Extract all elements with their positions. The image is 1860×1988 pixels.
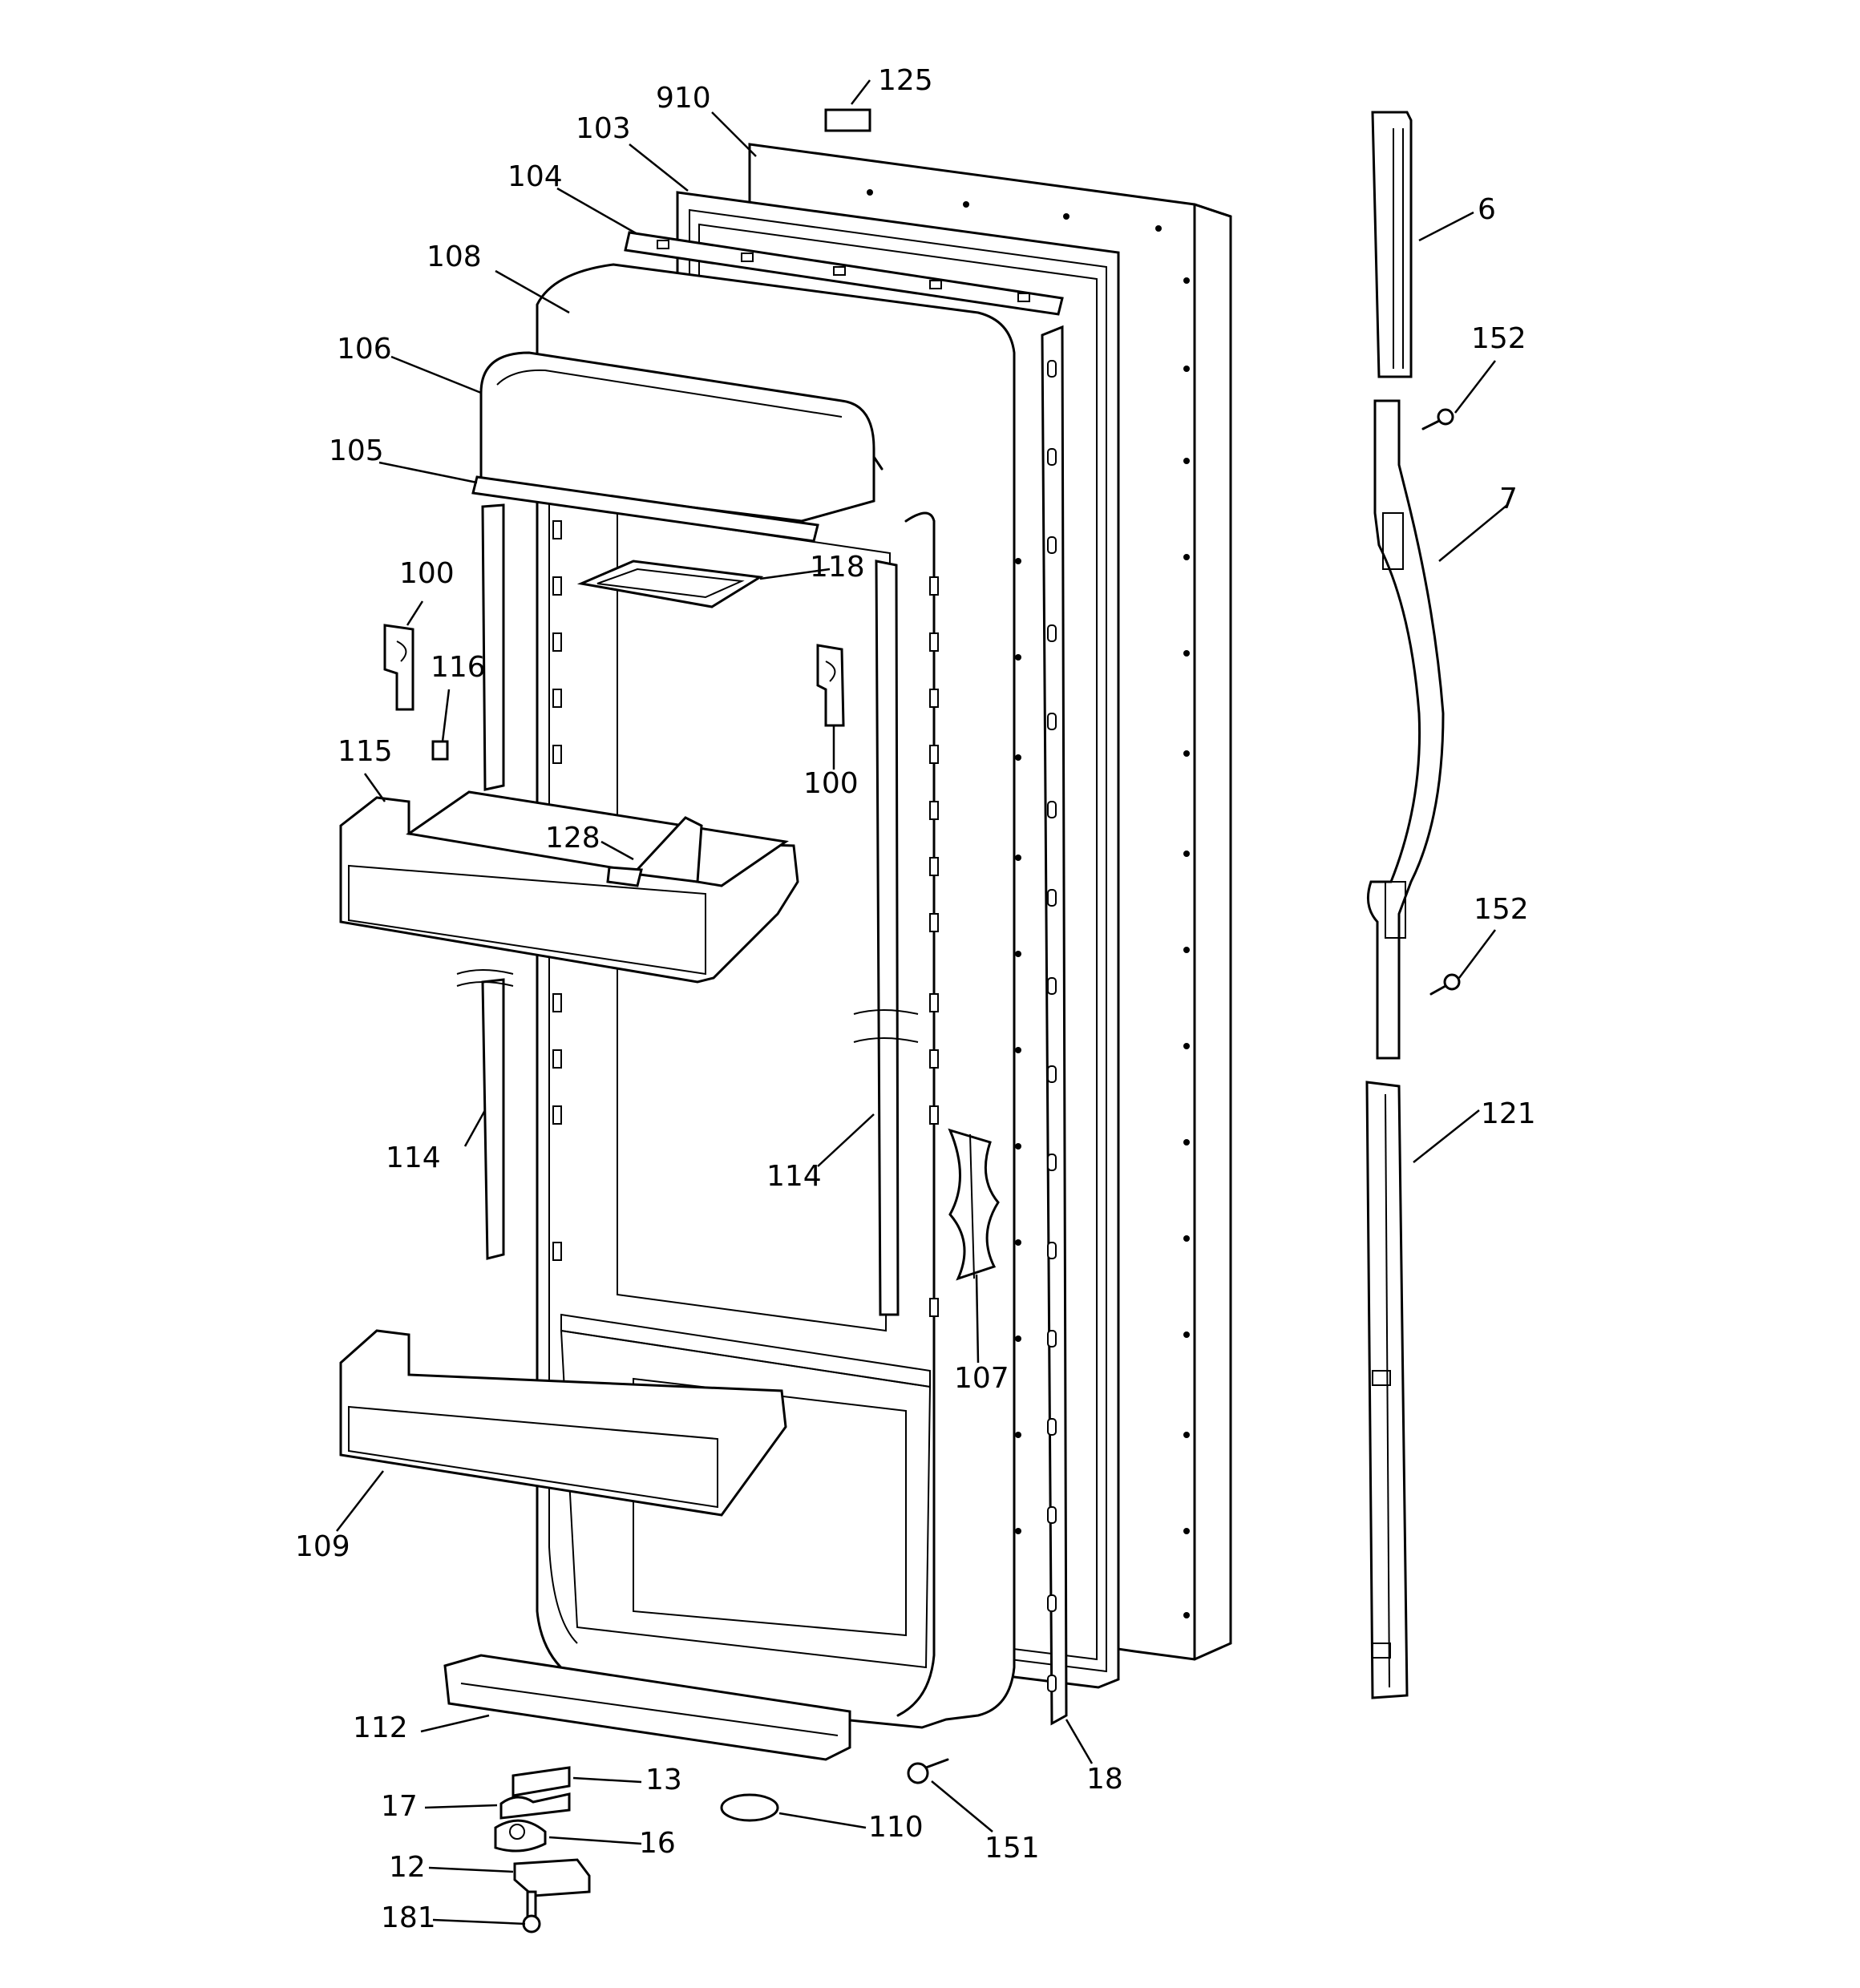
upper-door-bin: [339, 790, 799, 984]
small-tray: [576, 560, 764, 608]
label-17: 17: [381, 1790, 418, 1823]
label-103: 103: [576, 112, 631, 145]
label-18: 18: [1086, 1763, 1123, 1796]
bottom-hinge: [513, 1858, 591, 1897]
small-clip: [431, 740, 449, 761]
label-125: 125: [878, 64, 933, 97]
label-110: 110: [868, 1811, 924, 1844]
label-6: 6: [1478, 193, 1496, 226]
label-116: 116: [431, 651, 486, 684]
label-13: 13: [645, 1764, 682, 1796]
label-114-left: 114: [386, 1141, 441, 1174]
top-bracket-strip: [624, 231, 1064, 316]
label-910: 910: [656, 82, 711, 115]
door-handle: [1366, 399, 1445, 1060]
handle-screw-bottom: [1429, 973, 1461, 996]
label-105: 105: [329, 434, 384, 467]
label-100-right: 100: [803, 767, 859, 800]
bin-clip-right: [816, 644, 845, 727]
label-108: 108: [427, 240, 482, 273]
label-16: 16: [639, 1827, 676, 1860]
shelf-support-rail-right: [552, 520, 939, 1317]
lower-door-bin: [339, 1329, 787, 1517]
label-112: 112: [353, 1711, 408, 1744]
side-bracket: [948, 1128, 1000, 1281]
hinge-cap: [720, 1793, 779, 1822]
label-114-right: 114: [766, 1160, 822, 1193]
label-107: 107: [954, 1362, 1009, 1395]
handle-top-cap: [1371, 111, 1413, 378]
label-104: 104: [507, 160, 563, 193]
bottom-trim: [443, 1654, 851, 1761]
label-106: 106: [337, 333, 392, 366]
label-118: 118: [810, 551, 865, 584]
bin-clip-left: [383, 624, 414, 711]
shelf-support-rail-left: [456, 503, 514, 1260]
trim-screw: [907, 1758, 949, 1784]
leader-lines: [336, 79, 1508, 1925]
hinge-plate: [512, 1766, 571, 1797]
label-181: 181: [381, 1901, 436, 1934]
top-bin-cover: [479, 351, 884, 523]
label-121: 121: [1481, 1097, 1536, 1130]
label-109: 109: [295, 1530, 350, 1563]
label-152-bottom: 152: [1474, 893, 1529, 926]
hinge-bushing: [494, 1819, 547, 1853]
label-128: 128: [545, 822, 600, 855]
hinge-shim: [499, 1792, 571, 1820]
hinge-screw: [522, 1890, 541, 1933]
label-7: 7: [1499, 483, 1518, 515]
label-plate: [824, 108, 871, 132]
label-12: 12: [389, 1851, 426, 1884]
label-151: 151: [985, 1832, 1040, 1865]
side-trim-strip: [1041, 325, 1068, 1726]
label-100-left: 100: [399, 557, 455, 590]
label-115: 115: [338, 735, 393, 768]
shelf-rail: [471, 475, 819, 543]
handle-screw-top: [1421, 408, 1454, 430]
label-152-top: 152: [1471, 322, 1526, 355]
handle-bottom-trim: [1365, 1081, 1409, 1699]
